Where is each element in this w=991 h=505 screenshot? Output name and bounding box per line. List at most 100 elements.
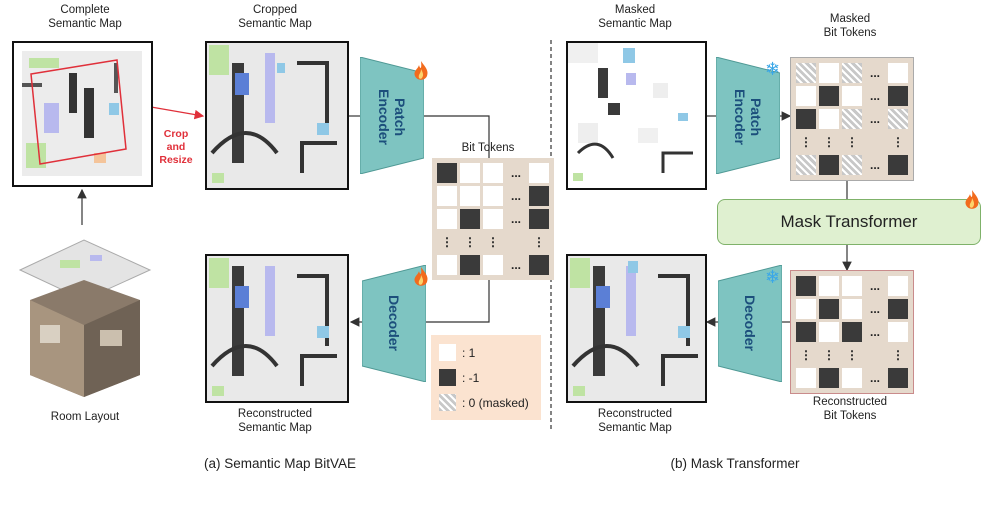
legend-text-1: : 1 [462, 345, 476, 360]
cropped-map-label: Cropped Semantic Map [238, 4, 312, 30]
token-ellipsis-vertical: ⋮ [533, 235, 545, 249]
decoder-left: Decoder [362, 265, 426, 382]
token-ellipsis: ... [869, 279, 880, 293]
cropped-map-image [207, 43, 347, 188]
reconstructed-map-left-image [207, 256, 347, 401]
mask-transformer-block: Mask Transformer [717, 199, 981, 245]
token-cell-positive [460, 163, 480, 183]
room-layout-label: Room Layout [50, 411, 120, 423]
token-ellipsis: ... [510, 258, 521, 272]
token-cell-negative [888, 299, 908, 319]
patch-encoder-right: Patch Encoder [716, 57, 780, 174]
token-cell-masked [842, 63, 862, 83]
complete-map-label: Complete Semantic Map [48, 4, 122, 30]
token-cell-negative [819, 368, 839, 388]
reconstructed-map-right-image [568, 256, 705, 401]
reconstructed-map-left [205, 254, 349, 403]
masked-bit-tokens-grid: .........⋮⋮⋮⋮... [790, 57, 914, 181]
token-cell-negative [819, 299, 839, 319]
token-cell-positive [842, 276, 862, 296]
token-ellipsis-vertical: ⋮ [892, 135, 904, 149]
complete-map-image [22, 51, 142, 176]
token-cell-masked [796, 155, 816, 175]
token-ellipsis: ... [869, 66, 880, 80]
legend-text-neg1: : -1 [462, 370, 480, 385]
token-cell-negative [819, 155, 839, 175]
caption-a: (a) Semantic Map BitVAE [203, 456, 357, 471]
legend-text-masked: : 0 (masked) [462, 395, 529, 410]
token-cell-negative [888, 86, 908, 106]
token-cell-masked [842, 109, 862, 129]
token-cell-negative [529, 255, 549, 275]
token-cell-positive [483, 255, 503, 275]
token-empty [865, 132, 885, 152]
legend-white-swatch [439, 344, 456, 361]
decoder-right: Decoder [718, 265, 782, 382]
token-cell-positive [888, 322, 908, 342]
token-cell-masked [796, 63, 816, 83]
caption-b: (b) Mask Transformer [670, 456, 800, 471]
legend: : 1 : -1 : 0 (masked) [431, 335, 541, 420]
token-empty [506, 232, 526, 252]
token-cell-positive [888, 63, 908, 83]
masked-tokens-label: Masked Bit Tokens [823, 13, 877, 39]
legend-item-masked: : 0 (masked) [439, 394, 529, 411]
token-ellipsis-vertical: ⋮ [487, 235, 499, 249]
snowflake-icon: ❄ [765, 267, 781, 287]
token-cell-positive [842, 368, 862, 388]
token-ellipsis-vertical: ⋮ [846, 135, 858, 149]
token-cell-negative [437, 163, 457, 183]
flame-icon [965, 190, 979, 209]
legend-hatched-swatch [439, 394, 456, 411]
token-cell-negative [796, 322, 816, 342]
token-cell-positive [796, 299, 816, 319]
room-layout-image [10, 225, 158, 400]
token-ellipsis-vertical: ⋮ [823, 348, 835, 362]
token-cell-positive [819, 63, 839, 83]
token-cell-negative [460, 209, 480, 229]
token-empty [865, 345, 885, 365]
token-ellipsis: ... [869, 112, 880, 126]
decoder-left-label: Decoder [386, 294, 402, 352]
token-cell-negative [529, 186, 549, 206]
complete-semantic-map [12, 41, 153, 187]
token-cell-positive [483, 209, 503, 229]
token-cell-positive [819, 109, 839, 129]
token-cell-negative [888, 155, 908, 175]
token-cell-negative [842, 322, 862, 342]
token-cell-positive [529, 163, 549, 183]
reconstructed-bit-tokens-grid: .........⋮⋮⋮⋮... [790, 270, 914, 394]
crop-resize-label: Crop and Resize [159, 128, 193, 166]
token-cell-masked [842, 155, 862, 175]
token-cell-positive [437, 186, 457, 206]
token-ellipsis: ... [869, 371, 880, 385]
mask-transformer-label: Mask Transformer [780, 212, 918, 231]
token-cell-negative [796, 276, 816, 296]
bit-tokens-label: Bit Tokens [461, 142, 515, 154]
masked-map-label: Masked Semantic Map [598, 4, 672, 30]
token-cell-positive [796, 86, 816, 106]
flame-icon [414, 267, 428, 286]
token-ellipsis: ... [869, 325, 880, 339]
token-ellipsis-vertical: ⋮ [441, 235, 453, 249]
masked-semantic-map [566, 41, 707, 190]
reconstructed-map-right [566, 254, 707, 403]
token-cell-negative [460, 255, 480, 275]
token-ellipsis-vertical: ⋮ [800, 135, 812, 149]
bit-tokens-grid: .........⋮⋮⋮⋮... [432, 158, 554, 280]
token-cell-negative [888, 368, 908, 388]
decoder-right-label: Decoder [742, 294, 758, 352]
patch-encoder-left-label: Patch Encoder [376, 88, 408, 145]
token-cell-positive [437, 255, 457, 275]
token-cell-negative [796, 109, 816, 129]
token-cell-negative [529, 209, 549, 229]
token-ellipsis: ... [510, 189, 521, 203]
token-ellipsis-vertical: ⋮ [846, 348, 858, 362]
patch-encoder-right-label: Patch Encoder [732, 88, 764, 145]
token-ellipsis: ... [510, 212, 521, 226]
token-cell-positive [842, 299, 862, 319]
token-cell-positive [483, 186, 503, 206]
token-cell-positive [819, 276, 839, 296]
reconstructed-tokens-label: Reconstructed Bit Tokens [812, 396, 888, 422]
token-ellipsis-vertical: ⋮ [892, 348, 904, 362]
